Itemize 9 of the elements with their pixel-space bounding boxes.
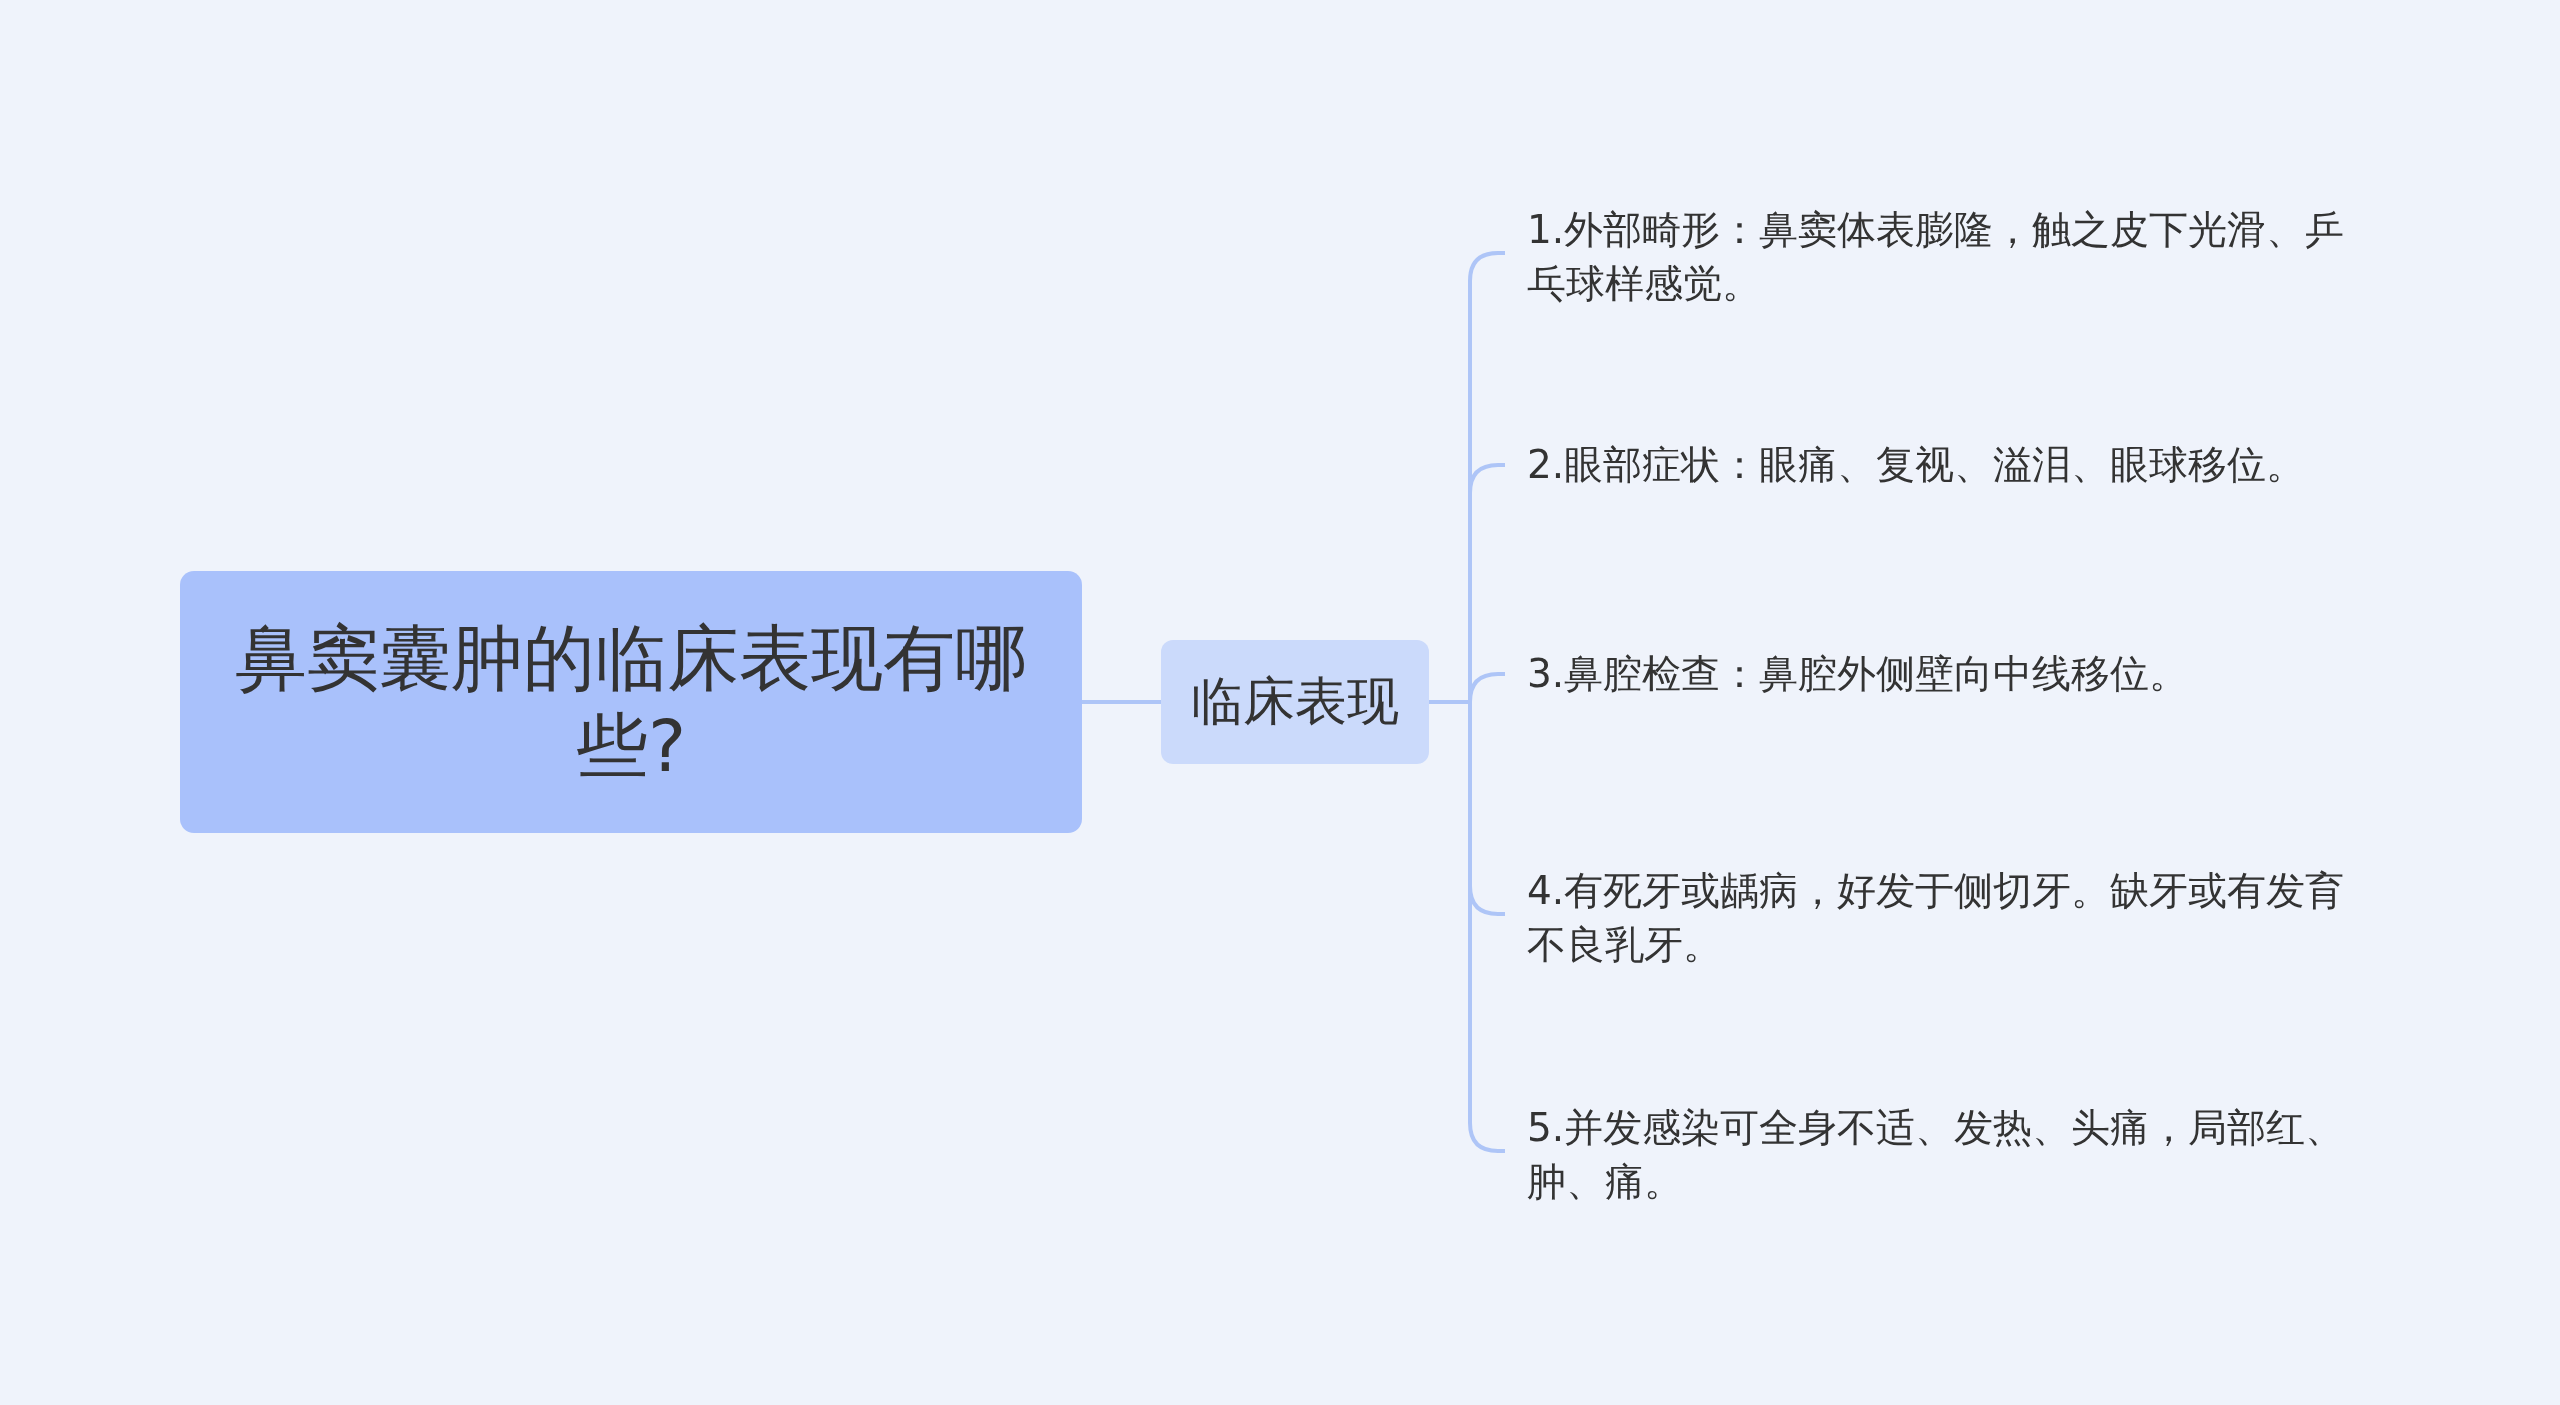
connector-line: [1082, 700, 1161, 704]
subtopic-box: 临床表现: [1161, 640, 1429, 764]
topic-box: 鼻窦囊肿的临床表现有哪些?: [180, 571, 1082, 833]
branch-text: 4.有死牙或龋病，好发于侧切牙。缺牙或有发育不良乳牙。: [1505, 864, 2350, 972]
branch-text: 1.外部畸形：鼻窦体表膨隆，触之皮下光滑、乒乓球样感觉。: [1505, 203, 2350, 311]
connector-line: [1429, 700, 1505, 1153]
branch-text: 3.鼻腔检查：鼻腔外侧壁向中线移位。: [1505, 647, 2350, 701]
branch-text: 5.并发感染可全身不适、发热、头痛，局部红、肿、痛。: [1505, 1101, 2350, 1209]
branch-text: 2.眼部症状：眼痛、复视、溢泪、眼球移位。: [1505, 438, 2350, 492]
